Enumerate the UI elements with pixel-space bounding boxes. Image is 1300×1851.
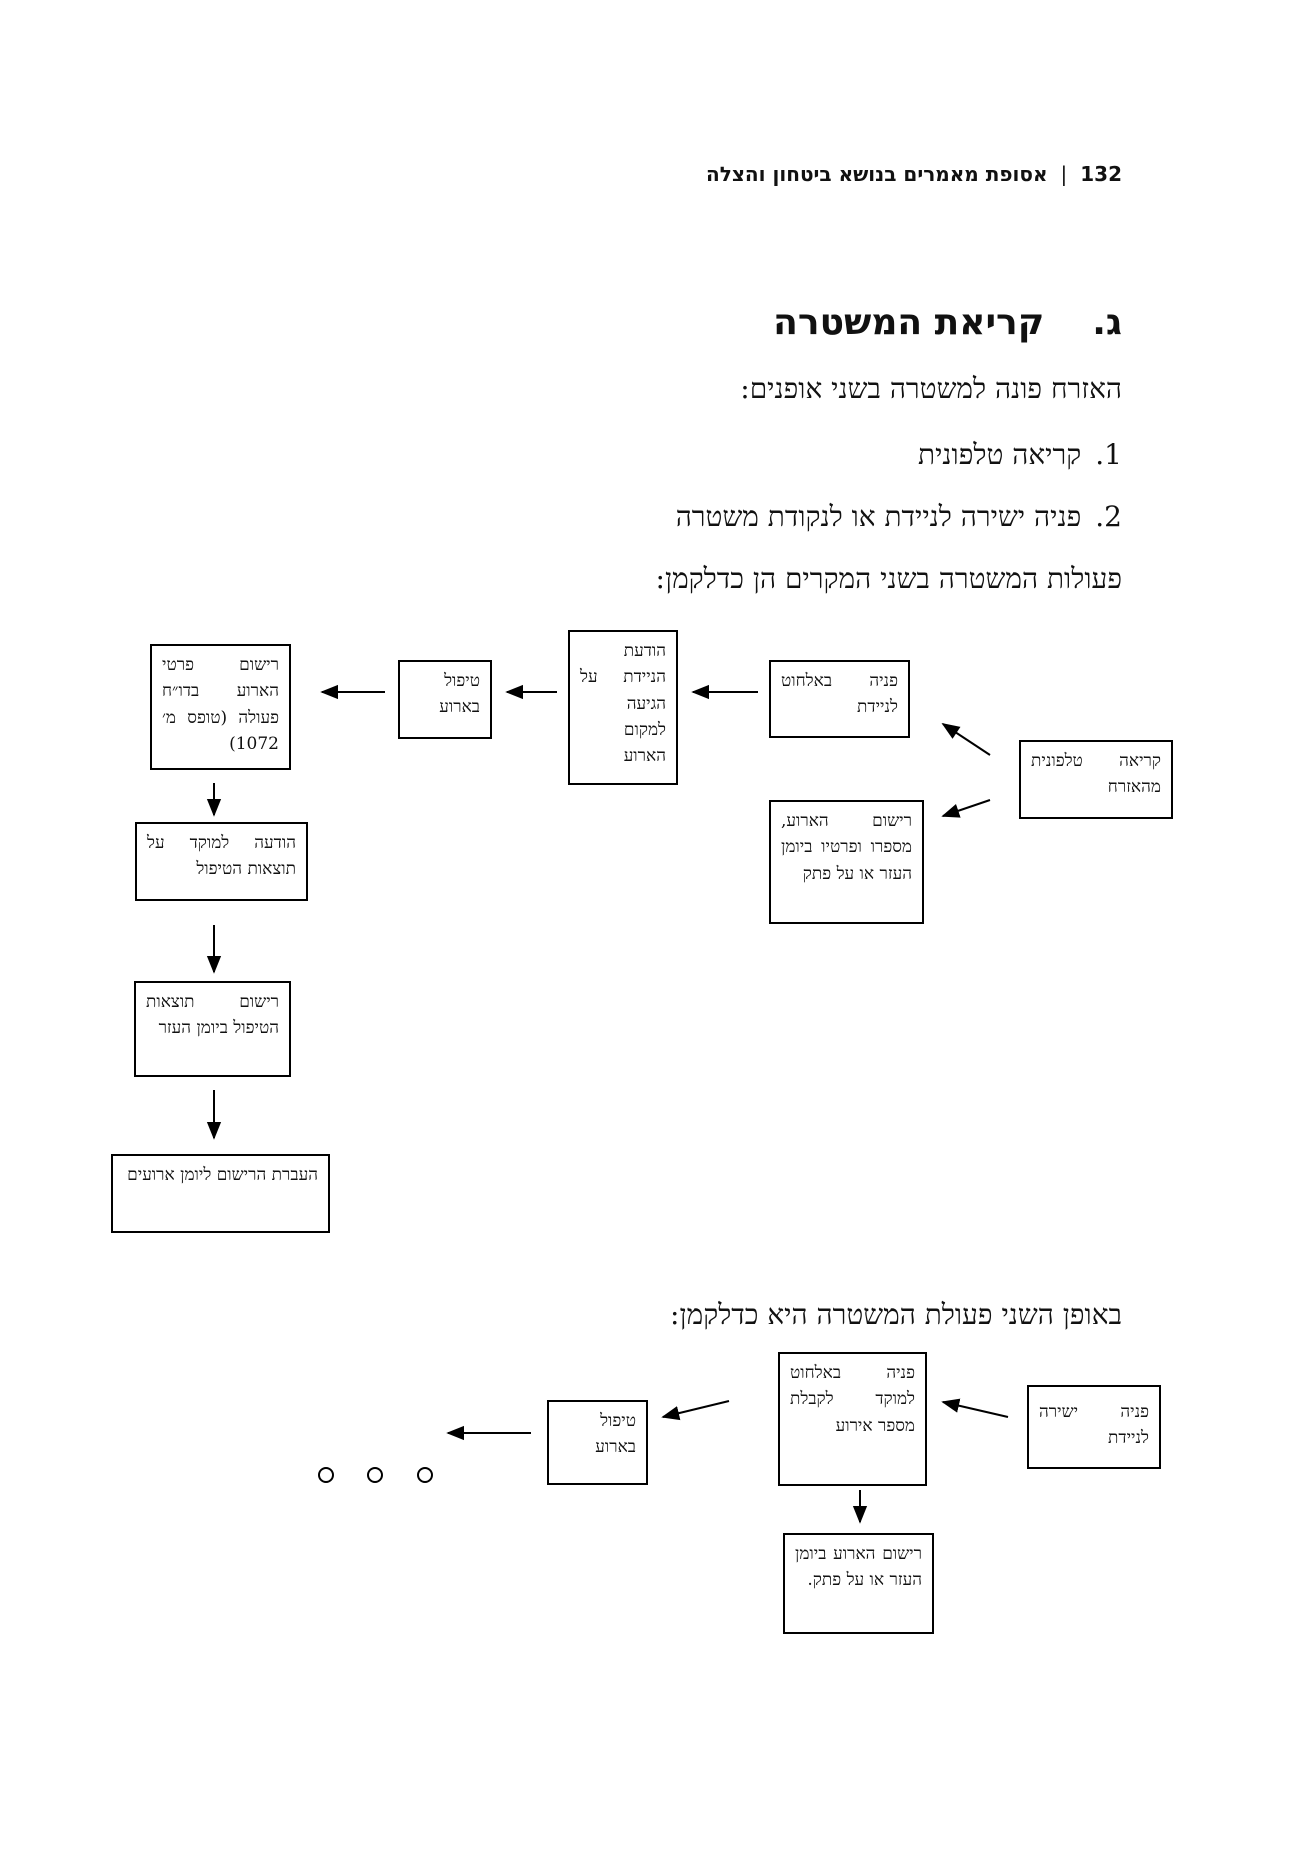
ellipsis-dot: [417, 1467, 433, 1483]
box-radio-to-car: פניה באלחוט לניידת: [769, 660, 910, 738]
running-header: 132 | אסופת מאמרים בנושא ביטחון והצלה: [706, 162, 1122, 186]
arrow-call-to-register: [941, 799, 991, 818]
flow1-intro: פעולות המשטרה בשני המקרים הן כדלקמן:: [655, 562, 1122, 595]
ellipsis-dot: [318, 1467, 334, 1483]
box-register-event: רישום הארוע, מספרו ופרטיו ביומן העזר או …: [769, 800, 924, 924]
list-item-2: 2. פניה ישירה לניידת או לנקודת משטרה: [676, 500, 1122, 534]
list-number: 2.: [1095, 500, 1122, 533]
flow2-intro: באופן השני פעולת המשטרה היא כדלקמן:: [670, 1298, 1122, 1331]
list-item-1: 1. קריאה טלפונית: [918, 438, 1122, 472]
box-direct-to-car: פניה ישירה לניידת: [1027, 1385, 1161, 1469]
box-handling: טיפול בארוע: [398, 660, 492, 739]
box-car-arrival: הודעת הניידת על הגיעה למקום הארוע: [568, 630, 678, 785]
arrow-direct-to-center: [941, 1398, 1009, 1418]
header-separator: |: [1060, 162, 1068, 186]
ellipsis-dot: [367, 1467, 383, 1483]
box-record-results: רישום תוצאות הטיפול ביומן העזר: [134, 981, 291, 1077]
list-text: פניה ישירה לניידת או לנקודת משטרה: [675, 500, 1082, 533]
box-register-event-2: רישום הארוע ביומן העזר או על פתק.: [783, 1533, 934, 1634]
section-title: קריאת המשטרה: [773, 302, 1045, 343]
section-letter: ג.: [1092, 302, 1122, 343]
list-text: קריאה טלפונית: [918, 438, 1082, 471]
arrow-center-to-handling: [661, 1400, 730, 1421]
intro-paragraph: האזרח פונה למשטרה בשני אופנים:: [740, 372, 1122, 405]
page-number: 132: [1080, 162, 1122, 186]
section-heading: ג. קריאת המשטרה: [773, 302, 1122, 343]
box-radio-to-center: פניה באלחוט למוקד לקבלת מספר אירוע: [778, 1352, 927, 1486]
box-phone-call: קריאה טלפונית מהאזרח: [1019, 740, 1173, 819]
box-record-details: רישום פרטי הארוע בדו״ח פעולה (טופס מ׳ 10…: [150, 644, 291, 770]
book-title: אסופת מאמרים בנושא ביטחון והצלה: [706, 162, 1048, 186]
box-transfer: העברת הרישום ליומן ארועים: [111, 1154, 330, 1233]
list-number: 1.: [1095, 438, 1122, 471]
box-handling-2: טיפול בארוע: [547, 1400, 648, 1485]
arrow-call-to-radio: [941, 723, 991, 756]
box-notify-center: הודעה למוקד על תוצאות הטיפול: [135, 822, 308, 901]
